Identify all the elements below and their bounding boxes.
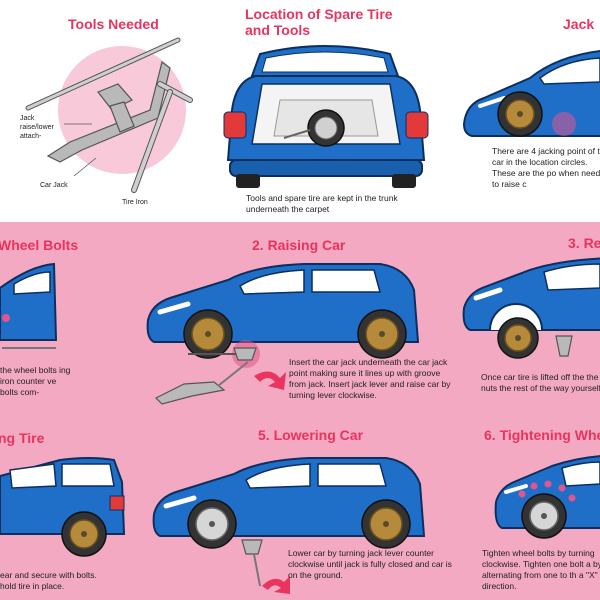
tightening-caption: Tighten wheel bolts by turning clockwise… (482, 548, 600, 591)
raising-title: 2. Raising Car (252, 237, 346, 253)
lowering-title: 5. Lowering Car (258, 427, 364, 443)
location-title: Location of Spare Tire and Tools (245, 6, 393, 38)
mounting-title: ng Tire (0, 430, 45, 446)
lowering-caption: Lower car by turning jack lever counter … (288, 548, 452, 580)
removing-title: 3. Re (568, 235, 600, 251)
mounting-car-illustration (0, 457, 126, 557)
wheel-bolts-caption: the wheel bolts ing iron counter ve bolt… (0, 365, 71, 397)
wheel-bolts-title: Wheel Bolts (0, 237, 79, 253)
tightening-title: 6. Tightening Whe (484, 427, 600, 443)
jack-attach-label: Jack raise/lower attach- (20, 115, 54, 140)
lowering-car-illustration (152, 457, 426, 594)
removing-caption: Once car tire is lifted off the the nuts… (481, 372, 600, 393)
jack-points-caption: There are 4 jacking point of the car in … (492, 146, 600, 189)
raising-car-illustration (146, 263, 420, 405)
wheel-bolts-car (0, 262, 58, 349)
car-jack-label: Car Jack (40, 182, 68, 189)
tire-iron-label: Tire Iron (122, 199, 148, 206)
mounting-caption: ear and secure with bolts. hold tire in … (0, 570, 97, 591)
jack-points-car (462, 50, 600, 137)
raising-caption: Insert the car jack underneath the car j… (289, 357, 451, 400)
tools-title: Tools Needed (68, 16, 159, 32)
tools-illustration (25, 37, 193, 193)
jack-points-title: Jack (563, 16, 595, 32)
removing-car-illustration (462, 257, 600, 359)
location-caption: Tools and spare tire are kept in the tru… (246, 193, 398, 214)
trunk-car-illustration (223, 45, 429, 188)
tightening-car-illustration (494, 455, 600, 539)
